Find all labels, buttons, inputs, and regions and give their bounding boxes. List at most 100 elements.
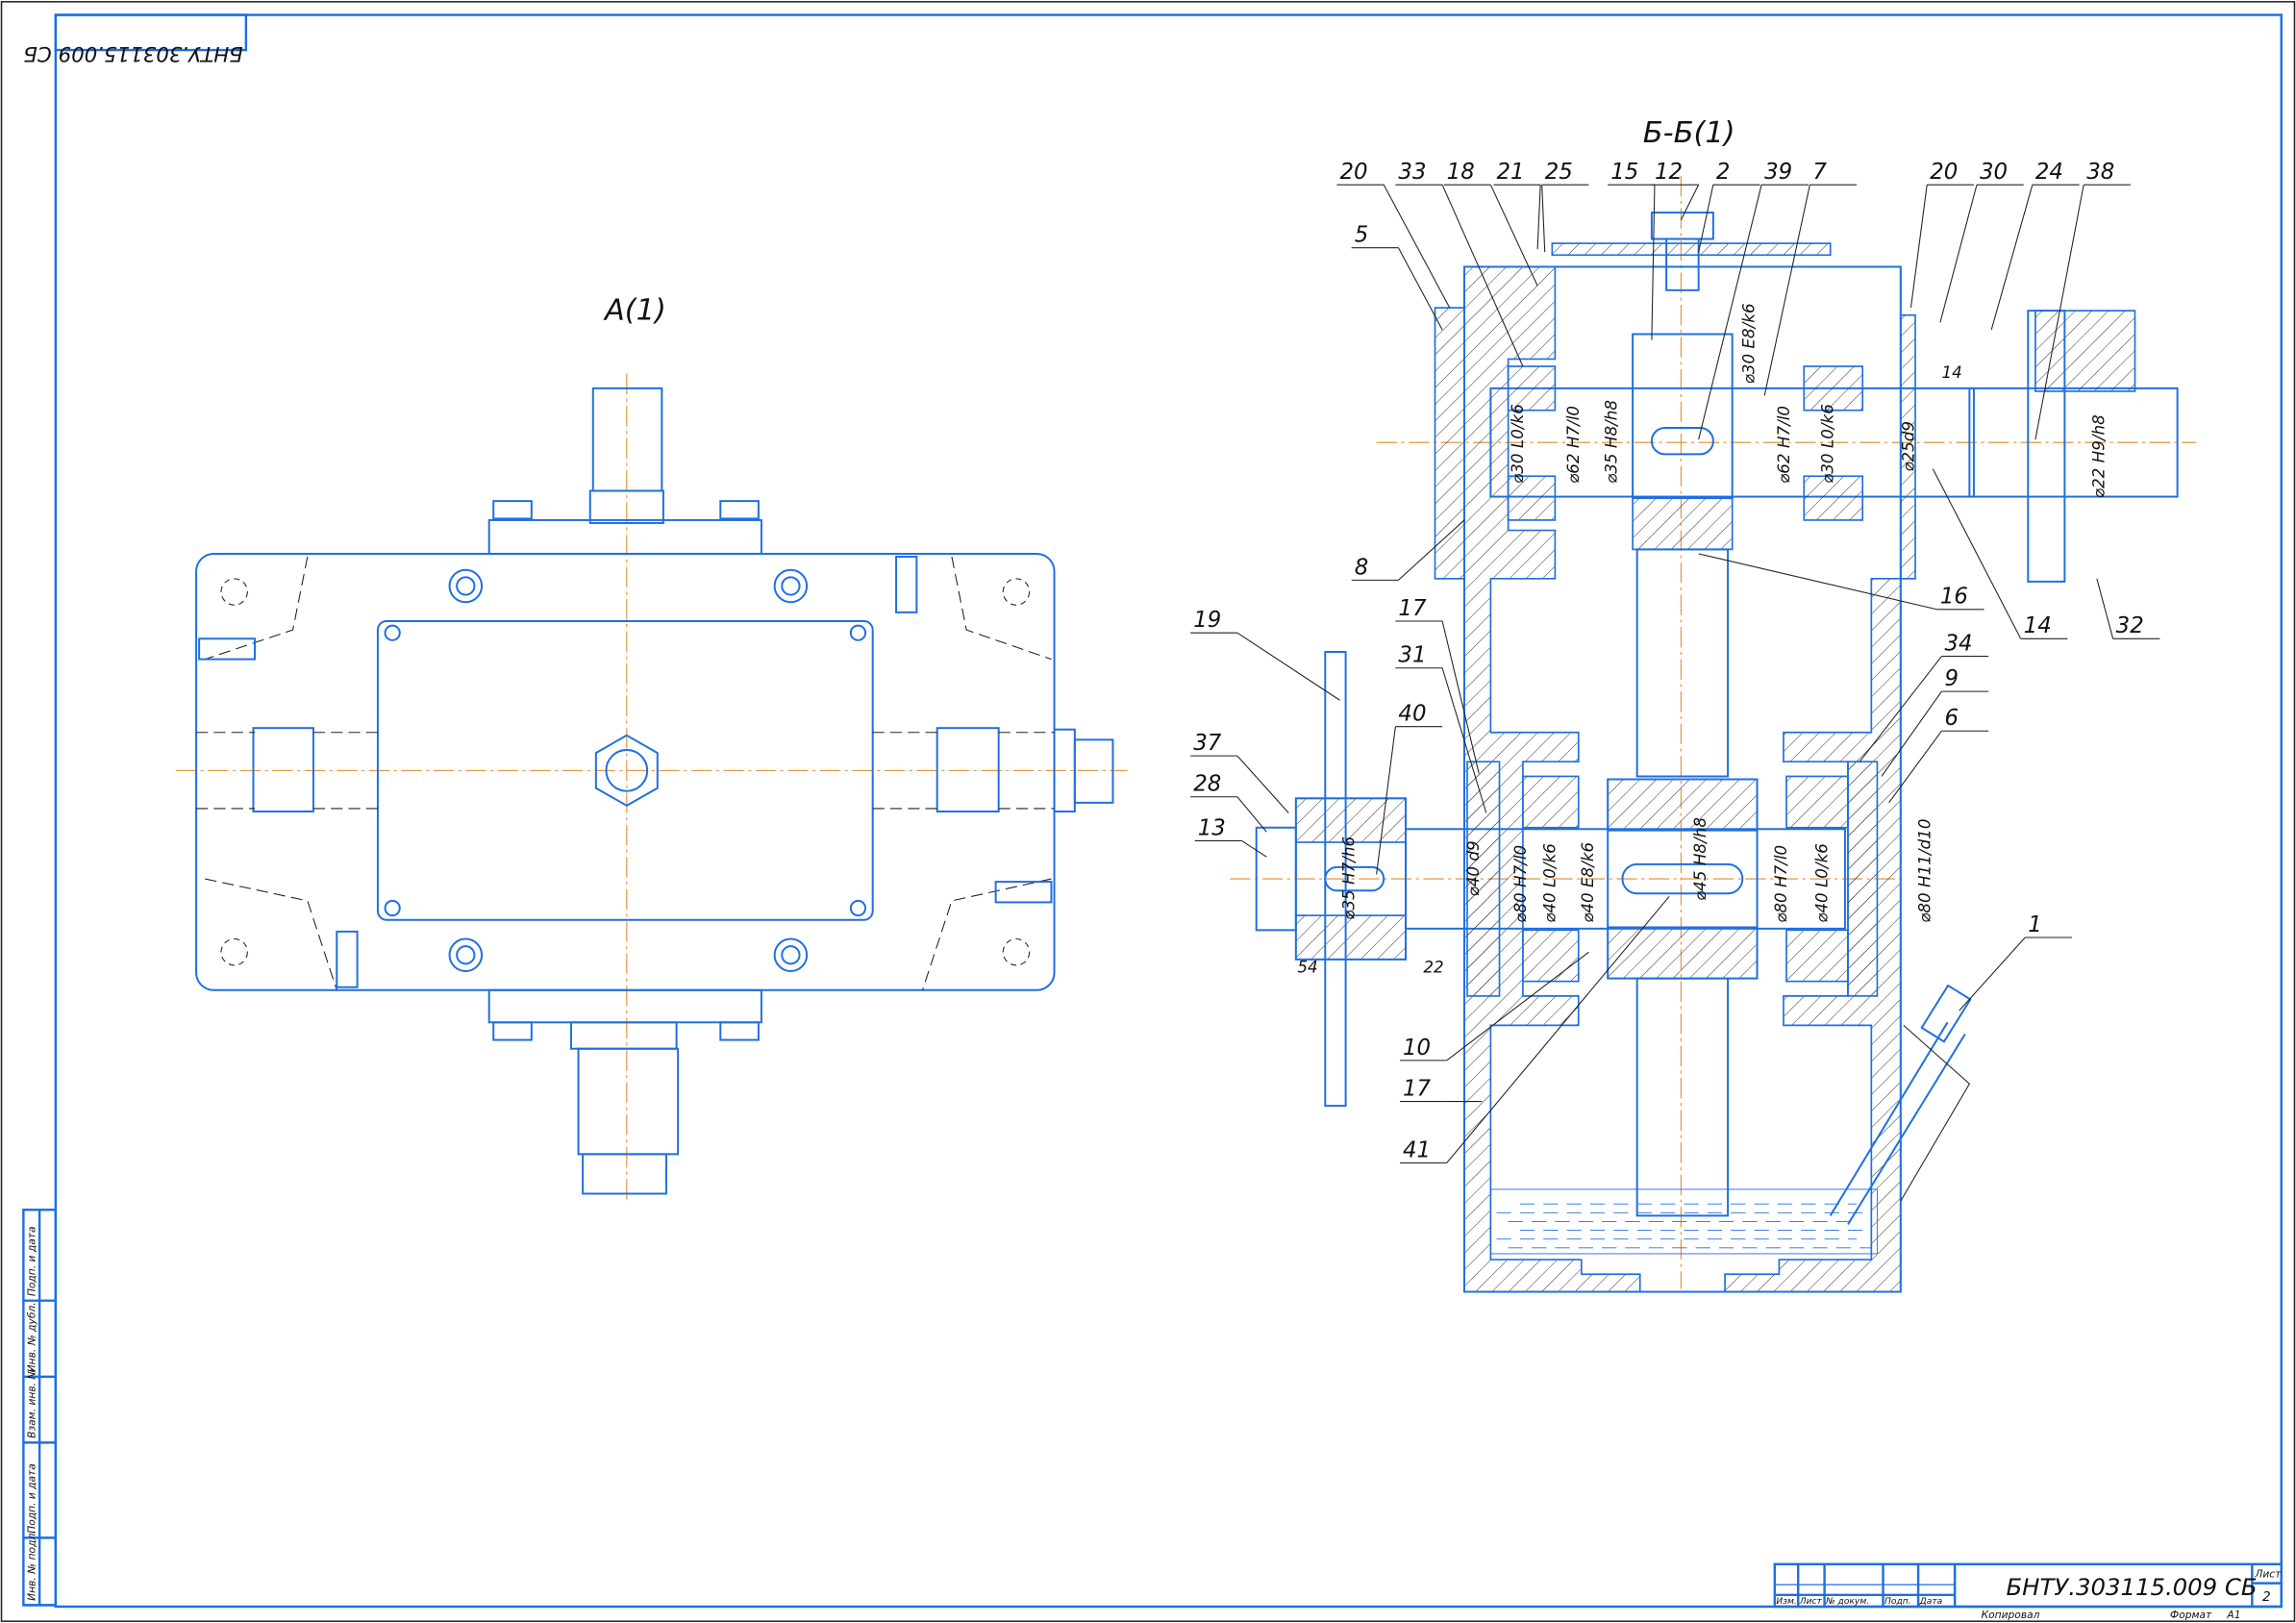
part-callout: 10 (1399, 951, 1589, 1061)
part-callout: 39 (1698, 160, 1809, 440)
screw-icon (849, 624, 867, 641)
callout-number: 15 (1610, 160, 1638, 185)
callout-number: 17 (1403, 1076, 1432, 1101)
dimension-label: ⌀62 H7/l0 (1563, 406, 1583, 484)
leader-line (2096, 578, 2114, 639)
leader-line (1698, 185, 1762, 440)
section-b-b (1230, 176, 2197, 1293)
drawing-frame (54, 13, 2283, 1609)
callout-number: 25 (1545, 160, 1573, 185)
bolt-icon (448, 937, 484, 972)
part-callout: 33 (1395, 160, 1524, 367)
part-callout: 30 (1939, 160, 2024, 323)
side-stamp-label: Инв. № подл. (26, 1530, 38, 1601)
leader-line (1446, 951, 1589, 1061)
mount-hole-icon (1002, 937, 1031, 966)
dimension-label: ⌀35 H7/h6 (1339, 836, 1359, 920)
title-block-column-header: Лист (1799, 1597, 1823, 1607)
callout-number: 19 (1193, 608, 1221, 633)
leader-line (1489, 184, 1538, 287)
callout-number: 20 (1930, 160, 1958, 185)
callout-number: 16 (1940, 585, 1968, 610)
leader-line (1939, 185, 1978, 323)
dimension-label: 22 (1423, 958, 1443, 977)
leader-line (1236, 796, 1267, 833)
mount-hole-icon (220, 937, 248, 966)
leader-line (1241, 840, 1267, 858)
callout-number: 31 (1398, 643, 1426, 668)
part-callout: 6 (1888, 706, 1989, 804)
dimension-label: ⌀80 H11/d10 (1914, 819, 1934, 923)
leader-line (1959, 936, 2026, 1011)
callout-number: 21 (1496, 160, 1524, 185)
screw-icon (849, 899, 867, 917)
callout-number: 1 (2028, 912, 2042, 937)
side-stamp-label: Инв. № дубл. (26, 1302, 38, 1372)
screw-icon (384, 899, 401, 917)
nut-icon (492, 500, 533, 520)
leader-line (1397, 247, 1443, 331)
part-callout: 15 (1608, 160, 1656, 340)
format-value: A1 (2226, 1609, 2240, 1621)
part-callout: 1 (1959, 912, 2072, 1011)
leader-line (1398, 519, 1465, 581)
dimension-label: 54 (1297, 958, 1317, 977)
designation: БНТУ.303115.009 СБ (2006, 1573, 2257, 1601)
bolt-icon (773, 937, 809, 972)
part-callout: 12 (1651, 160, 1700, 220)
title-block-column-header: № докум. (1825, 1597, 1869, 1607)
part-callout: 32 (2096, 578, 2160, 639)
title-block-column-header: Дата (1919, 1597, 1943, 1607)
callout-number: 24 (2035, 160, 2063, 185)
mount-hole-icon (1002, 578, 1031, 606)
dimension-label: ⌀80 H7/l0 (1510, 845, 1530, 923)
bolt-icon (773, 568, 809, 604)
callout-number: 10 (1403, 1036, 1431, 1061)
part-callout: 38 (2034, 160, 2131, 440)
leader-line (1932, 468, 2022, 639)
callout-number: 34 (1944, 631, 1972, 656)
leader-line (1909, 185, 1928, 309)
leader-line (1859, 656, 1942, 762)
side-stamp-label: Взам. инв. № (26, 1368, 38, 1437)
callout-number: 2 (1716, 160, 1731, 185)
callout-number: 14 (2024, 613, 2052, 638)
dimension-label: ⌀40 d9 (1463, 840, 1483, 896)
side-stamp-label: Подп. и дата (26, 1463, 38, 1534)
dimension-label: ⌀45 H8/h8 (1690, 817, 1710, 901)
callout-number: 9 (1944, 666, 1959, 691)
part-callout: 14 (1932, 468, 2068, 639)
callout-number: 6 (1944, 706, 1959, 731)
part-callout: 34 (1859, 631, 1989, 762)
dimension-label: ⌀62 H7/l0 (1774, 406, 1793, 484)
part-callout: 9 (1881, 666, 1989, 777)
part-callout: 8 (1351, 519, 1465, 581)
callout-number: 32 (2116, 613, 2144, 638)
view-a-title: А(1) (603, 293, 666, 327)
dimension-label: ⌀40 L0/k6 (1812, 843, 1832, 923)
callout-number: 30 (1980, 160, 2008, 185)
dimension-label: ⌀40 E8/k6 (1578, 842, 1597, 923)
part-callout: 41 (1399, 895, 1670, 1164)
view-a-plan (175, 373, 1128, 1205)
callout-number: 17 (1398, 596, 1427, 621)
leader-line (1541, 185, 1546, 253)
dimension-label: ⌀30 E8/k6 (1739, 303, 1759, 384)
callout-number: 20 (1340, 160, 1368, 185)
callout-number: 28 (1193, 772, 1221, 797)
callout-number: 5 (1355, 223, 1369, 248)
part-callout: 20 (1909, 160, 1974, 309)
callout-number: 37 (1193, 731, 1222, 756)
callout-number: 7 (1812, 160, 1827, 185)
part-callout: 18 (1443, 160, 1538, 287)
part-callout: 40 (1376, 702, 1443, 875)
part-callout: 21 (1493, 160, 1541, 250)
part-callout: 17 (1399, 1076, 1483, 1103)
section-title: Б-Б(1) (1643, 116, 1735, 150)
dimension-label: ⌀25d9 (1899, 421, 1918, 472)
callout-number: 33 (1398, 160, 1426, 185)
leader-line (1441, 667, 1487, 813)
part-callout: 20 (1336, 160, 1451, 309)
